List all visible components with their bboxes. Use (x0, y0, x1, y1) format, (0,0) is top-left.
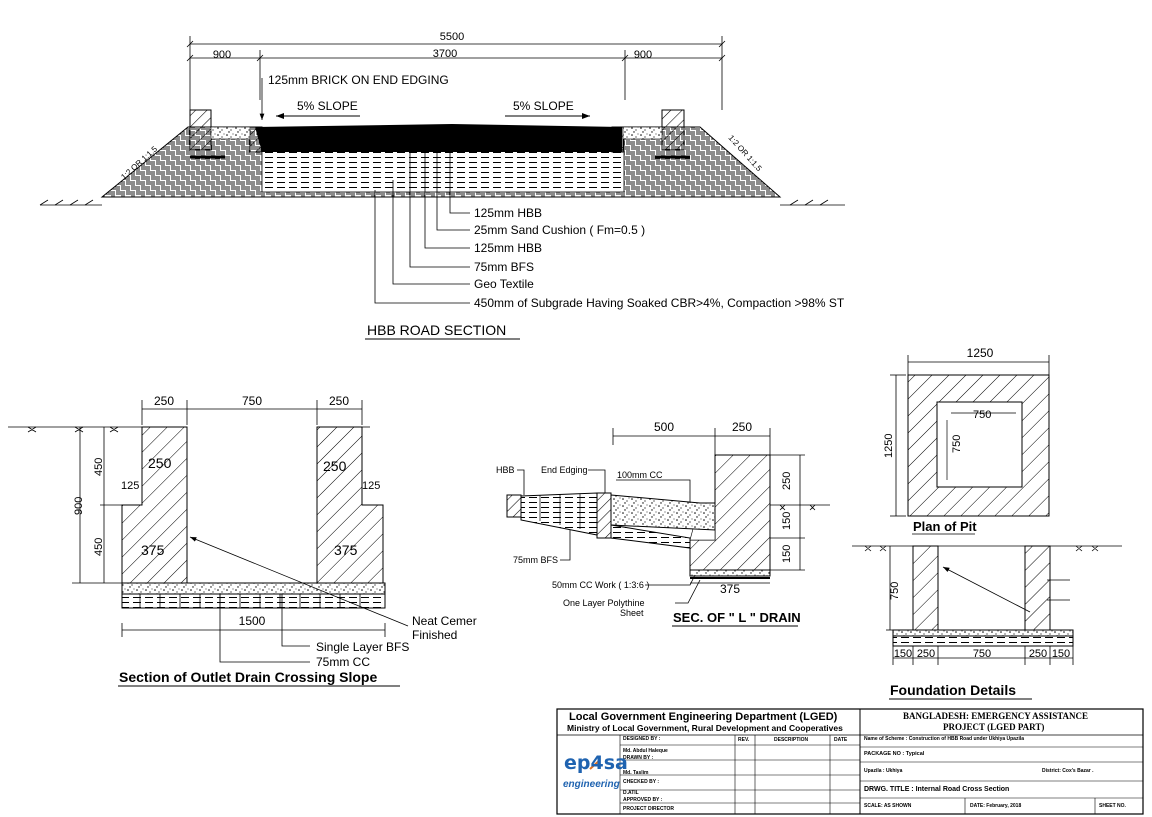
callout: Single Layer BFS (316, 640, 409, 654)
date-value: DATE: February, 2018 (970, 803, 1022, 809)
title-block (556, 708, 1144, 815)
plan-dim-top: 1250 (967, 346, 994, 360)
label-bfs: 75mm BFS (513, 555, 558, 565)
layer-label: 125mm HBB (474, 241, 542, 255)
layer-label: Geo Textile (474, 277, 534, 291)
description-header: DESCRIPTION (774, 737, 809, 743)
callout: 75mm CC (316, 655, 370, 669)
wall-top-width: 250 (148, 455, 172, 471)
district: District: Cox's Bazar . (1042, 768, 1094, 774)
inner-dim-v: 750 (951, 435, 963, 453)
dim-right: 900 (634, 49, 652, 61)
dim-wall: 250 (329, 394, 349, 408)
bottom-dim: 250 (1029, 648, 1047, 660)
plan-title: Plan of Pit (913, 519, 977, 534)
approver: PROJECT DIRECTOR (623, 806, 675, 812)
foundation-dim: 750 (889, 582, 901, 600)
project-title-2: PROJECT (LGED PART) (943, 722, 1045, 732)
road-section: 5500 900 3700 900 125mm BRICK ON END EDG… (39, 31, 845, 340)
label-polythine: One Layer Polythine (563, 598, 645, 608)
rev-header: REV. (738, 737, 750, 743)
slope-left: 5% SLOPE (297, 99, 358, 113)
foundation-title: Foundation Details (890, 682, 1016, 698)
label-polythine: Sheet (620, 608, 644, 618)
logo-sub: engineering (563, 779, 620, 790)
outlet-drain-title: Section of Outlet Drain Crossing Slope (119, 669, 377, 685)
scheme-name: Name of Scheme : Construction of HBB Roa… (864, 736, 1025, 742)
designer: Md. Abdul Haleque (623, 748, 668, 754)
dim-450: 450 (93, 538, 105, 556)
bottom-dim: 250 (917, 648, 935, 660)
road-section-title: HBB ROAD SECTION (367, 322, 506, 338)
callout: Finished (412, 628, 457, 642)
label-end-edging: End Edging (541, 465, 588, 475)
dim-900: 900 (73, 497, 85, 515)
inner-dim-h: 750 (973, 409, 991, 421)
dim-left: 900 (213, 49, 231, 61)
dept-name: Local Government Engineering Department … (569, 711, 838, 723)
dim-top: 250 (732, 420, 752, 434)
bottom-dim: 150 (1052, 648, 1070, 660)
wall-top-width: 250 (323, 458, 347, 474)
drawing-title: DRWG. TITLE : Internal Road Cross Sectio… (864, 786, 1010, 793)
upazila: Upazila : Ukhiya (864, 768, 903, 774)
layer-label: 125mm HBB (474, 206, 542, 220)
l-drain-section: 500 250 250 150 150 375 HBB End Edging 1… (496, 420, 830, 627)
label-hbb: HBB (496, 465, 515, 475)
pit-details: 1250 1250 750 750 Plan of Pit 750 150 25… (852, 346, 1122, 700)
step-width: 125 (121, 480, 139, 492)
bottom-dim: 150 (894, 648, 912, 660)
dim-bottom: 1500 (239, 614, 266, 628)
wall-bottom-width: 375 (141, 542, 165, 558)
dim-right: 150 (781, 545, 793, 563)
label-cc-work: 50mm CC Work ( 1:3:6 ) (552, 580, 649, 590)
dim-middle: 3700 (433, 48, 457, 60)
slope-right: 5% SLOPE (513, 99, 574, 113)
approved-by: APPROVED BY : (623, 797, 663, 803)
scale: SCALE: AS SHOWN (864, 803, 912, 809)
dim-bottom: 375 (720, 582, 740, 596)
drafter: Md. Taslim (623, 770, 649, 776)
layer-label: 75mm BFS (474, 260, 534, 274)
label-cc100: 100mm CC (617, 470, 663, 480)
outlet-drain-section: 250 750 250 900 450 450 250 250 125 125 … (8, 394, 477, 687)
bottom-dim: 750 (973, 648, 991, 660)
drawn-by: DRAWN BY : (623, 755, 654, 761)
dim-right: 150 (781, 512, 793, 530)
project-title-1: BANGLADESH: EMERGENCY ASSISTANCE (903, 711, 1089, 721)
edging-label: 125mm BRICK ON END EDGING (268, 73, 449, 87)
dim-total: 5500 (440, 31, 464, 43)
plan-dim-left: 1250 (883, 434, 895, 458)
sheet-no: SHEET NO. (1099, 803, 1126, 809)
dim-right: 250 (781, 472, 793, 490)
dim-clear: 750 (242, 394, 262, 408)
dim-450: 450 (93, 458, 105, 476)
logo: ep4sa (564, 752, 628, 774)
callout: Neat Cemer (412, 614, 477, 628)
l-drain-title: SEC. OF " L " DRAIN (673, 610, 801, 625)
checked-by: CHECKED BY : (623, 779, 660, 785)
designed-by: DESIGNED BY : (623, 736, 661, 742)
package-no: PACKAGE NO : Typical (864, 751, 925, 757)
checker: D.ATIL (623, 790, 639, 796)
dim-wall: 250 (154, 394, 174, 408)
step-width: 125 (362, 480, 380, 492)
wall-bottom-width: 375 (334, 542, 358, 558)
dim-top: 500 (654, 420, 674, 434)
ministry-name: Ministry of Local Government, Rural Deve… (567, 723, 843, 733)
date-header: DATE (834, 737, 848, 743)
layer-label: 25mm Sand Cushion ( Fm=0.5 ) (474, 223, 645, 237)
layer-label: 450mm of Subgrade Having Soaked CBR>4%, … (474, 296, 845, 310)
